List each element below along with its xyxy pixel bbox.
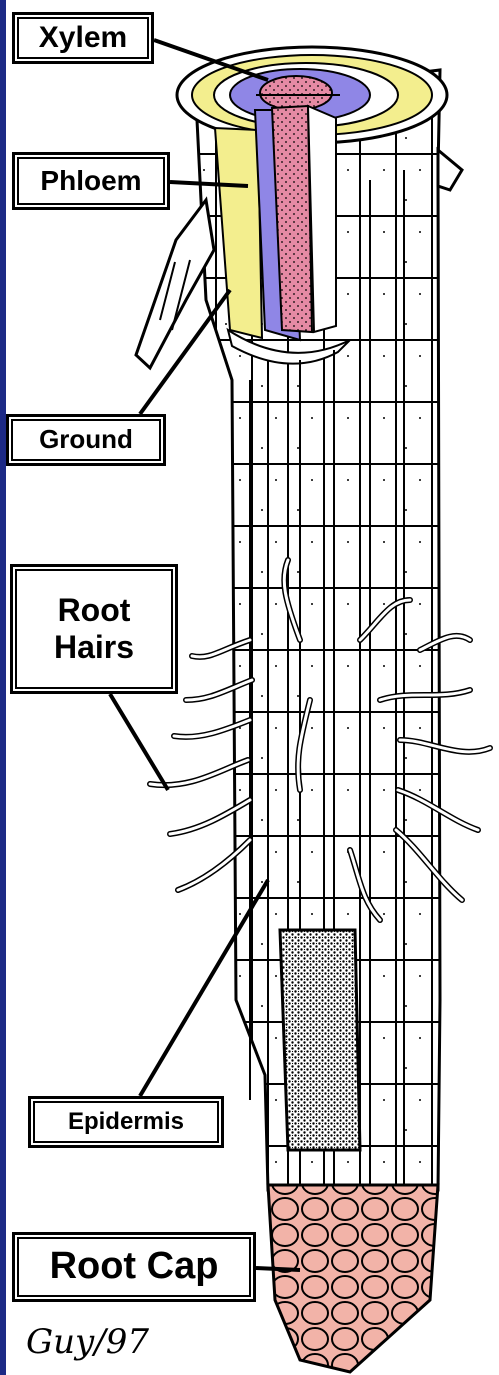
epidermis-label: Epidermis (28, 1096, 224, 1148)
epidermis-window (280, 930, 360, 1150)
xylem-label: Xylem (12, 12, 154, 64)
phloem-label: Phloem (12, 152, 170, 210)
lateral-root-left (136, 200, 214, 368)
lateral-root-right (438, 150, 462, 190)
xylem-core (260, 76, 332, 110)
root-hairs-label: Root Hairs (10, 564, 178, 694)
inner-phloem-wall (308, 106, 336, 332)
root-cap (268, 1185, 438, 1372)
root-cap-label: Root Cap (12, 1232, 256, 1302)
ground-label: Ground (6, 414, 166, 466)
artist-signature: Guy/97 (26, 1322, 149, 1362)
